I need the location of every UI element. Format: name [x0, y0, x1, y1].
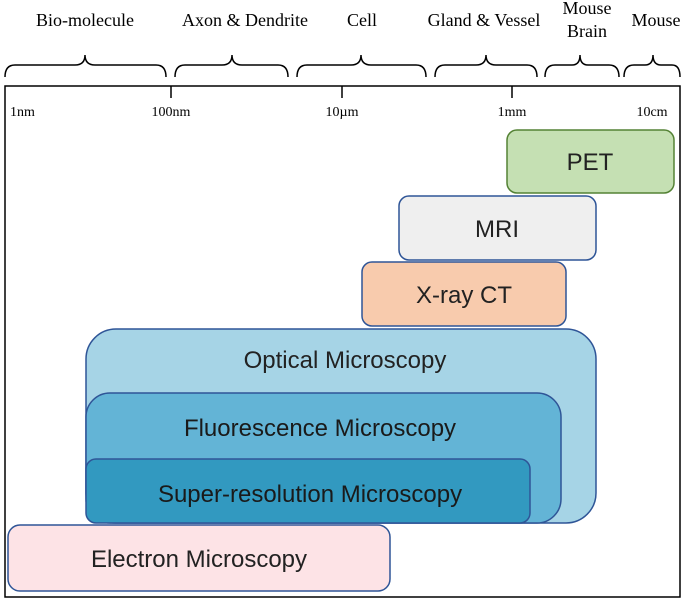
scale-ticks: [170, 86, 513, 98]
mri-label: MRI: [475, 216, 519, 243]
electron-microscopy-label: Electron Microscopy: [91, 546, 307, 573]
tick-label-1mm: 1mm: [498, 105, 527, 120]
technique-mri: MRI: [398, 195, 597, 261]
category-cell: Cell: [347, 10, 377, 30]
technique-super-resolution-microscopy: Super-resolution Microscopy: [85, 458, 531, 524]
category-braces: [4, 54, 681, 78]
category-mouse-brain-line1: Mouse: [563, 0, 612, 18]
xray-ct-label: X-ray CT: [416, 282, 512, 309]
brace-cell: [296, 54, 427, 78]
tick-label-100nm: 100nm: [152, 105, 191, 120]
category-mouse: Mouse: [632, 10, 681, 30]
category-mouse-brain-line2: Brain: [567, 21, 607, 41]
tick-label-10cm: 10cm: [636, 105, 667, 120]
mri-box: [398, 195, 597, 261]
pet-label: PET: [567, 149, 614, 176]
scale-tick-labels: 1nm 100nm 10µm 1mm 10cm: [10, 105, 668, 120]
technique-pet: PET: [506, 129, 675, 194]
electron-microscopy-box: [7, 524, 391, 592]
tick-label-10um: 10µm: [326, 105, 359, 120]
tick-label-1nm: 1nm: [10, 105, 35, 120]
brace-mouse: [623, 54, 681, 78]
category-axon-dendrite: Axon & Dendrite: [182, 10, 308, 30]
category-labels: Bio-molecule Axon & Dendrite Cell Gland …: [36, 0, 681, 41]
brace-bio-molecule: [4, 54, 167, 78]
brace-axon-dendrite: [174, 54, 289, 78]
super-resolution-microscopy-box: [85, 458, 531, 524]
super-resolution-microscopy-label: Super-resolution Microscopy: [158, 481, 462, 508]
brace-gland-vessel: [434, 54, 538, 78]
technique-electron-microscopy: Electron Microscopy: [7, 524, 391, 592]
brace-mouse-brain: [544, 54, 620, 78]
pet-box: [506, 129, 675, 194]
xray-ct-box: [361, 261, 567, 327]
fluorescence-microscopy-label: Fluorescence Microscopy: [184, 415, 456, 442]
technique-xray-ct: X-ray CT: [361, 261, 567, 327]
category-bio-molecule: Bio-molecule: [36, 10, 134, 30]
optical-microscopy-label: Optical Microscopy: [244, 347, 447, 374]
category-gland-vessel: Gland & Vessel: [428, 10, 541, 30]
